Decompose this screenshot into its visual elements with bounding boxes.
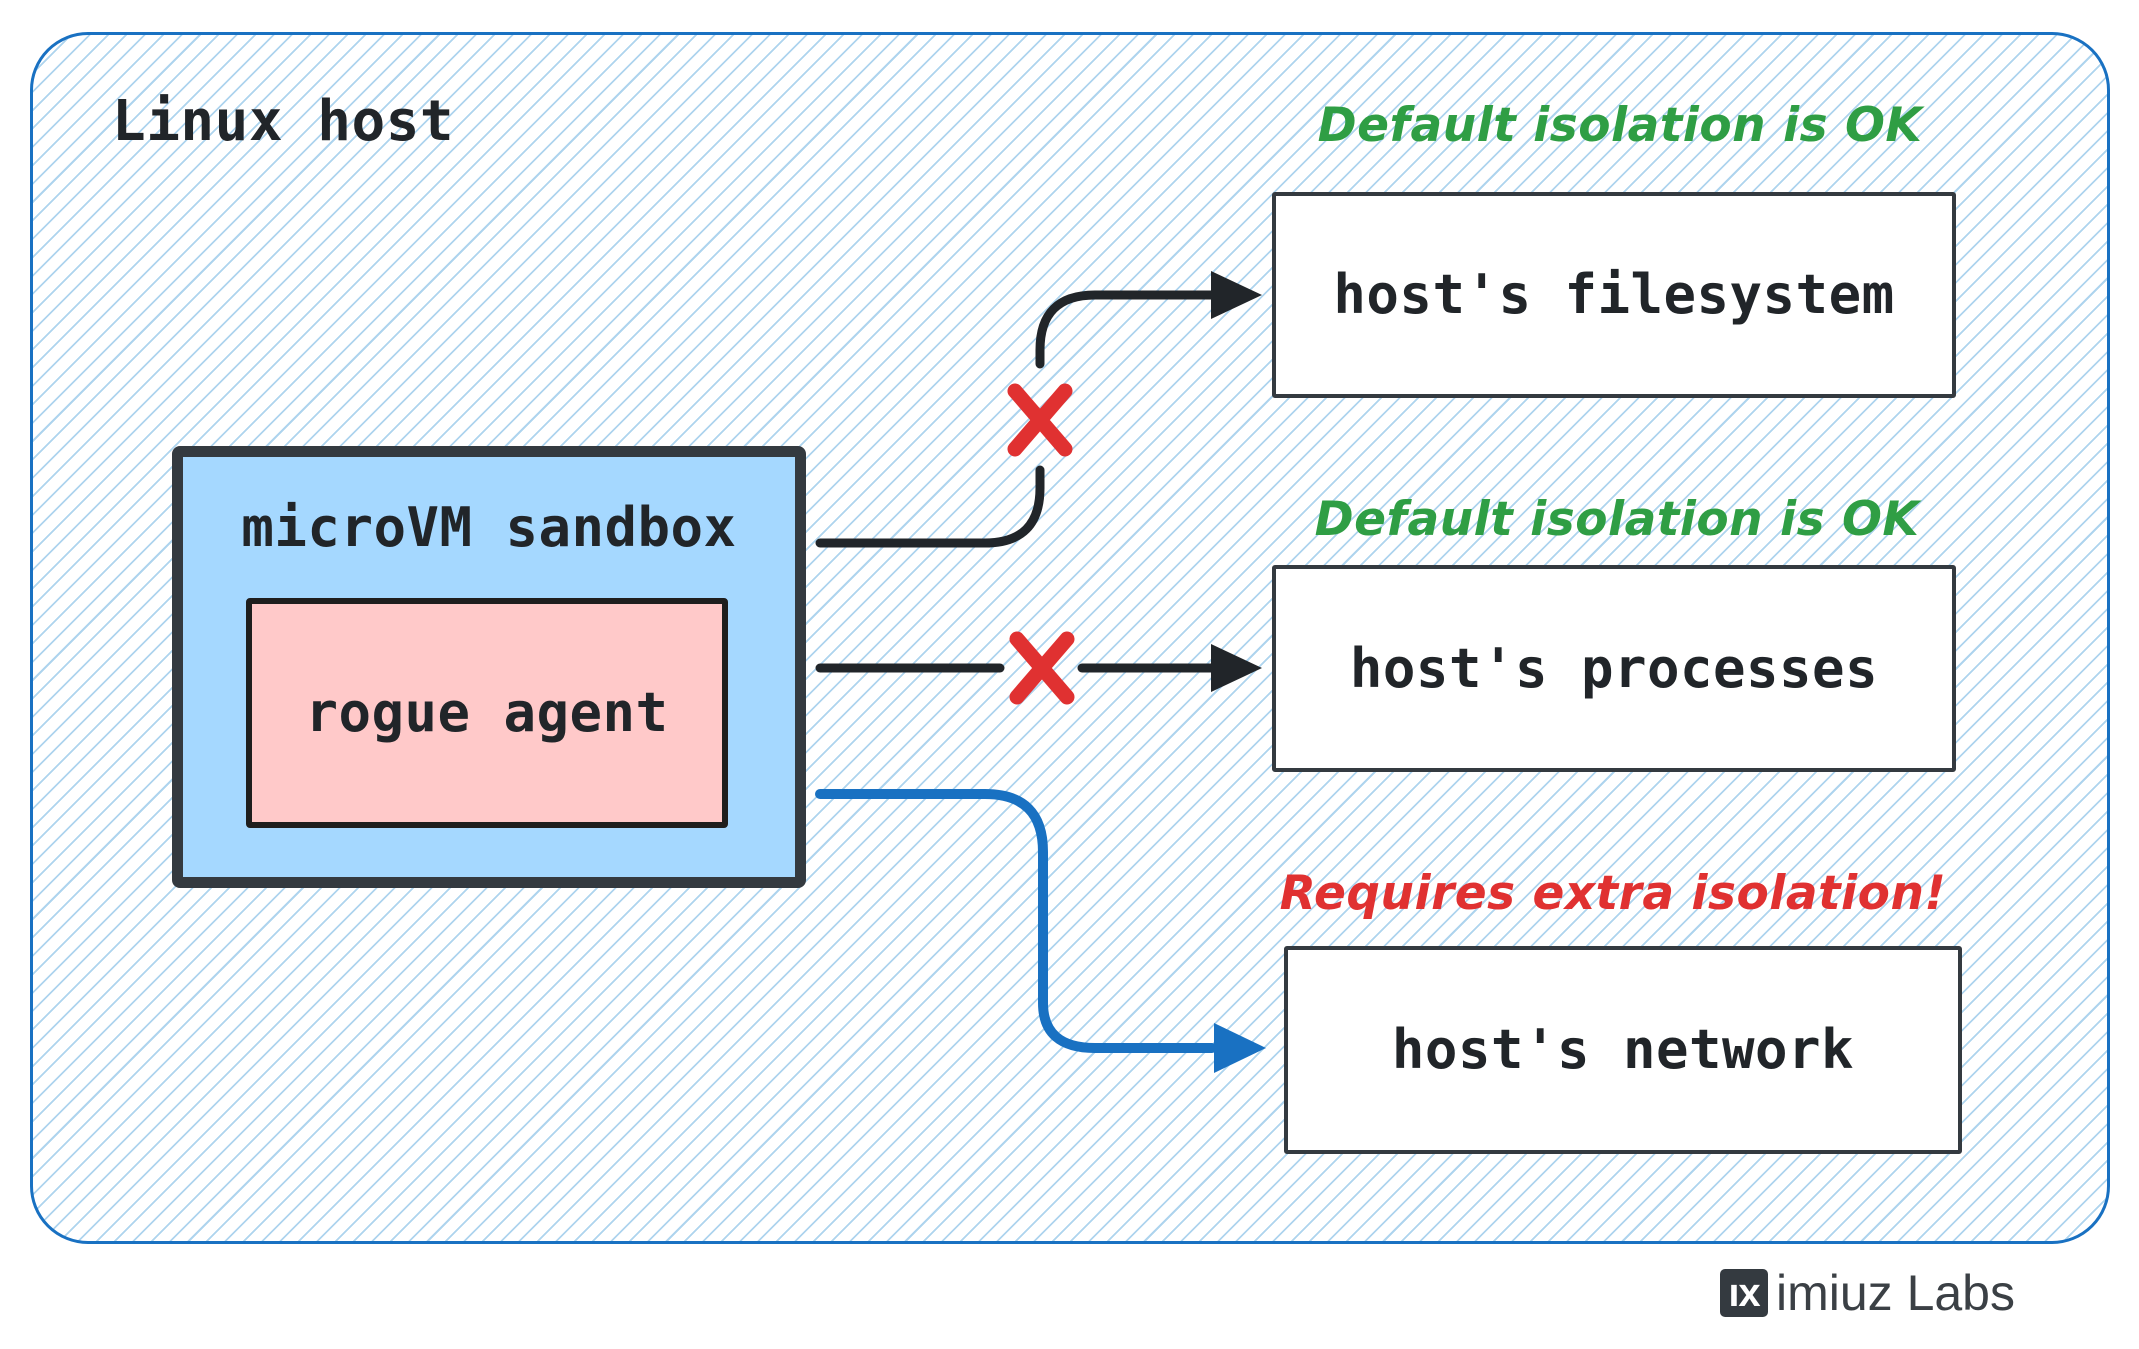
linux-host-label: Linux host	[112, 89, 455, 154]
annotation-filesystem: Default isolation is OK	[1317, 98, 1923, 153]
rogue-agent-box: rogue agent	[246, 598, 728, 828]
host-filesystem-label: host's filesystem	[1333, 263, 1895, 326]
microvm-sandbox-box: microVM sandbox rogue agent	[172, 446, 806, 888]
annotation-processes: Default isolation is OK	[1314, 492, 1920, 547]
host-network-label: host's network	[1391, 1018, 1855, 1081]
host-processes-box: host's processes	[1272, 565, 1956, 772]
rogue-agent-label: rogue agent	[305, 681, 669, 744]
microvm-sandbox-label: microVM sandbox	[241, 496, 737, 559]
brand-badge-icon: ıx	[1720, 1269, 1768, 1317]
host-network-box: host's network	[1284, 946, 1962, 1154]
host-processes-label: host's processes	[1349, 636, 1879, 700]
brand-name: imiuz Labs	[1776, 1265, 2015, 1321]
brand-logo: ıx imiuz Labs	[1720, 1268, 2015, 1318]
annotation-network: Requires extra isolation!	[1279, 866, 1947, 921]
host-filesystem-box: host's filesystem	[1272, 192, 1956, 398]
